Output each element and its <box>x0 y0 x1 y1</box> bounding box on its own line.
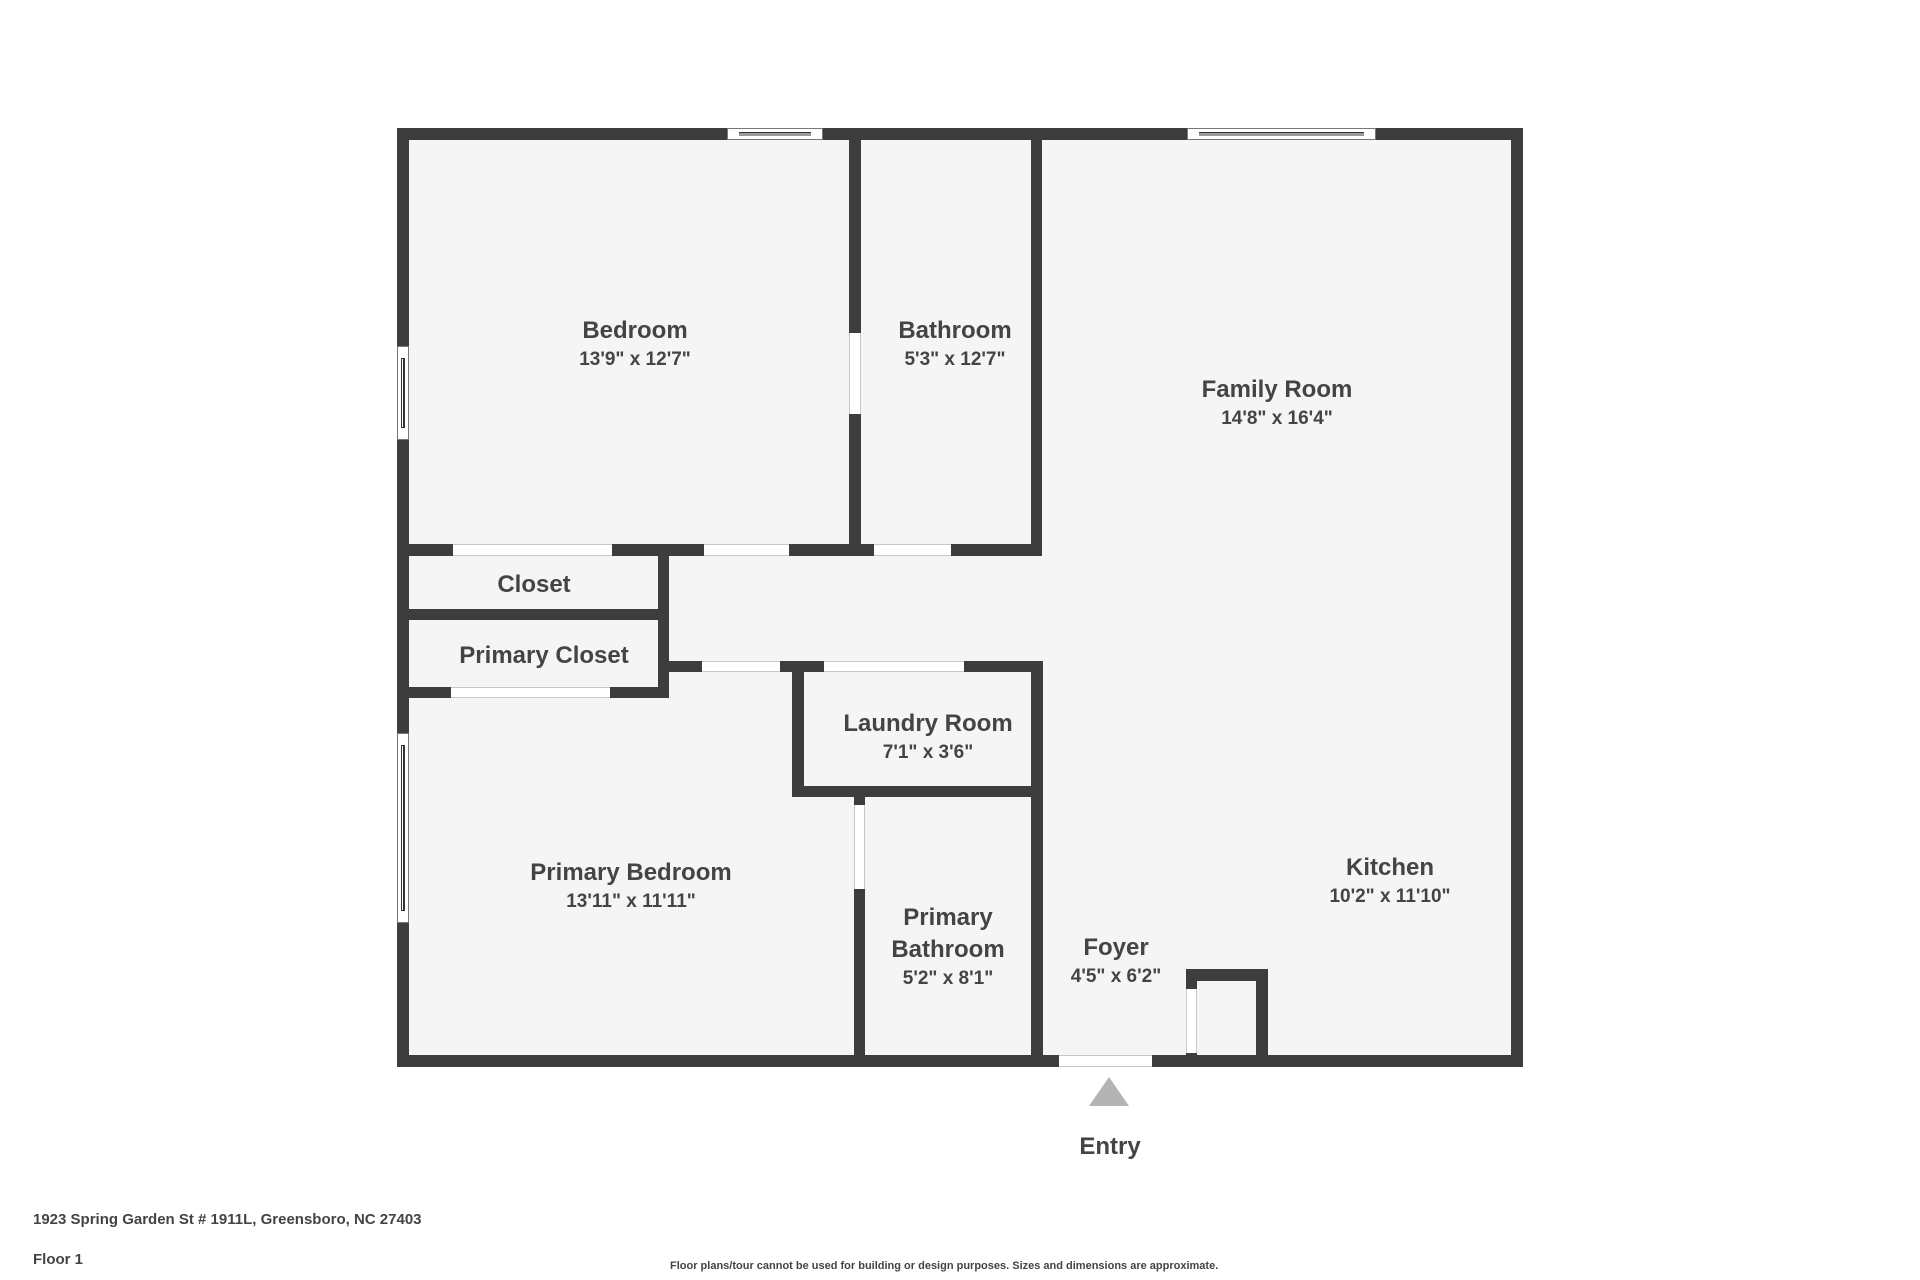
window-bedroom-top <box>727 128 823 140</box>
wall-box-right <box>1256 969 1268 1067</box>
outer-wall-bottom <box>397 1055 1523 1067</box>
room-name: Family Room <box>1201 376 1353 403</box>
door-bedroom <box>704 544 789 556</box>
door-closet <box>453 544 612 556</box>
room-dimensions: 5'3" x 12'7" <box>904 349 1006 370</box>
room-label-bathroom: Bathroom 5'3" x 12'7" <box>898 315 1011 373</box>
room-label-primary-closet: Primary Closet <box>459 640 628 672</box>
wall-closet-right <box>658 544 669 698</box>
room-dimensions: 4'5" x 6'2" <box>1070 966 1162 987</box>
wall-box-top <box>1186 969 1268 981</box>
room-name: Bedroom <box>582 317 688 344</box>
window-bedroom-left <box>397 346 409 440</box>
room-dimensions: 14'8" x 16'4" <box>1221 408 1333 429</box>
room-name: Laundry Room <box>843 710 1013 737</box>
room-name: Primary <box>903 904 993 931</box>
triangle-up-icon <box>1089 1077 1129 1106</box>
wall-primary-bath-left <box>854 786 865 1067</box>
floor-label: Floor 1 <box>33 1251 84 1268</box>
door-primary-closet <box>451 687 610 698</box>
room-name: Primary Closet <box>459 642 629 669</box>
room-label-primary-bedroom: Primary Bedroom 13'11" x 11'11" <box>530 857 731 915</box>
wall-bathroom-family <box>1031 128 1042 556</box>
door-bedroom-bathroom <box>849 333 861 414</box>
door-primary-bathroom <box>854 805 865 889</box>
room-name: Bathroom <box>898 317 1012 344</box>
room-dimensions: 7'1" x 3'6" <box>882 742 974 763</box>
window-family-top <box>1187 128 1376 140</box>
entry-text: Entry <box>1079 1133 1141 1160</box>
room-label-bedroom: Bedroom 13'9" x 12'7" <box>579 315 691 373</box>
room-dimensions: 13'9" x 12'7" <box>579 349 691 370</box>
room-name: Closet <box>497 571 571 598</box>
wall-closet-divider <box>397 609 669 620</box>
wall-laundry-left <box>792 661 804 797</box>
door-entry <box>1059 1055 1152 1067</box>
outer-wall-left <box>397 128 409 1067</box>
room-name: Foyer <box>1083 934 1149 961</box>
room-name: Primary Bedroom <box>530 859 732 886</box>
window-primary-bedroom-left <box>397 733 409 923</box>
address: 1923 Spring Garden St # 1911L, Greensbor… <box>33 1211 422 1228</box>
door-box <box>1186 989 1197 1053</box>
door-primary-bedroom <box>702 661 780 672</box>
wall-laundry-right <box>1031 661 1043 1067</box>
wall-laundry-bottom <box>792 786 1043 797</box>
entry-label: Entry <box>1079 1131 1140 1163</box>
door-bathroom <box>874 544 951 556</box>
room-label-laundry-room: Laundry Room 7'1" x 3'6" <box>843 708 1012 766</box>
room-label-closet: Closet <box>497 569 570 601</box>
floor-area <box>397 128 1523 1067</box>
room-dimensions: 13'11" x 11'11" <box>566 891 696 912</box>
door-laundry <box>824 661 964 672</box>
room-dimensions: 5'2" x 8'1" <box>902 968 994 989</box>
room-label-primary-bathroom: Primary Bathroom 5'2" x 8'1" <box>891 902 1004 992</box>
room-dimensions: 10'2" x 11'10" <box>1329 886 1451 907</box>
outer-wall-right <box>1511 128 1523 1067</box>
room-label-foyer: Foyer 4'5" x 6'2" <box>1071 932 1161 990</box>
room-name-line2: Bathroom <box>891 936 1005 963</box>
room-name: Kitchen <box>1345 854 1435 881</box>
disclaimer: Floor plans/tour cannot be used for buil… <box>670 1260 1219 1272</box>
room-label-kitchen: Kitchen 10'2" x 11'10" <box>1329 852 1450 910</box>
room-label-family-room: Family Room 14'8" x 16'4" <box>1202 374 1353 432</box>
